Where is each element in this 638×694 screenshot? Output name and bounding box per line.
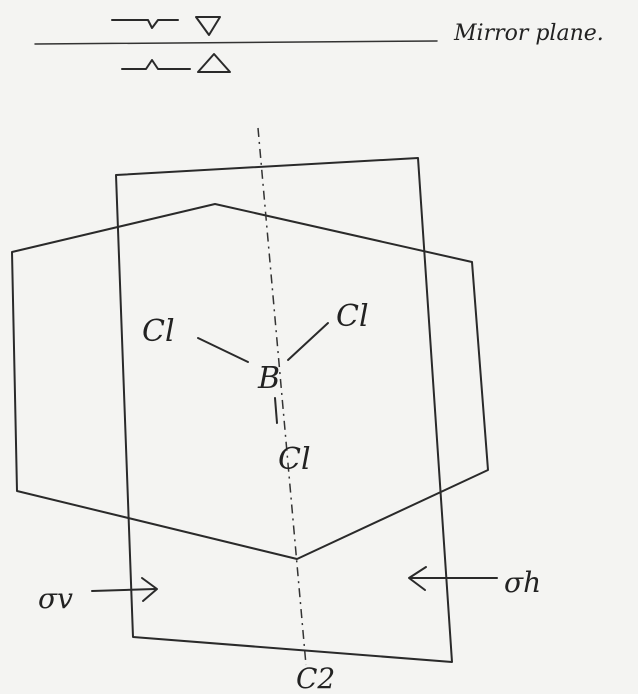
legend-lower-triangles [121, 53, 231, 73]
atom-chlorine-bottom: Cl [278, 442, 311, 477]
bond-bottom [274, 397, 278, 424]
bond-left [197, 337, 249, 363]
horizontal-mirror-plane [11, 203, 489, 560]
sigma-h-annotation: σh [408, 566, 541, 599]
vertical-mirror-plane [115, 157, 453, 663]
legend-mirror-line [34, 40, 438, 45]
sigma-v-annotation: σv [38, 577, 158, 615]
mirror-plane-legend: Mirror plane. [34, 16, 604, 73]
atom-chlorine-right: Cl [336, 299, 369, 334]
c2-axis [257, 127, 307, 666]
atom-chlorine-left: Cl [142, 314, 175, 349]
c2-axis-label: C2 [296, 662, 335, 694]
atom-boron: B [257, 361, 280, 396]
sigma-h-label: σh [504, 566, 541, 599]
bond-right [287, 322, 329, 361]
sigma-v-arrow-shaft [91, 588, 156, 592]
sigma-v-label: σv [38, 582, 73, 615]
sigma-v-arrow-head [141, 577, 158, 602]
bcl3-molecule: B Cl Cl Cl [142, 299, 369, 477]
sigma-h-arrow-head [408, 566, 427, 591]
legend-upper-triangles [111, 16, 221, 36]
mirror-plane-label: Mirror plane. [453, 21, 604, 46]
